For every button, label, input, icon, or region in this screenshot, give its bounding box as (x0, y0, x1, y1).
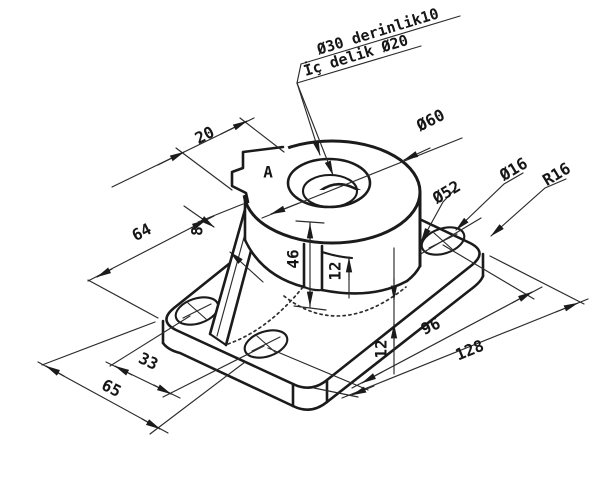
svg-text:20: 20 (192, 122, 218, 148)
svg-text:Ø60: Ø60 (412, 105, 447, 136)
svg-text:R16: R16 (539, 159, 574, 190)
svg-text:12: 12 (326, 261, 345, 280)
svg-text:8: 8 (188, 226, 207, 236)
callout-leader-innerhole (296, 82, 334, 176)
callout-leader-counterbore (296, 82, 321, 156)
boss-step-left (243, 238, 306, 289)
dim-12-boss: 12 (326, 256, 353, 299)
boss-step-right-corner (405, 264, 422, 283)
surface-label: A (263, 163, 273, 182)
svg-text:33: 33 (136, 348, 162, 374)
cylindrical-boss: A (228, 139, 422, 317)
rib-edge-left (208, 204, 248, 336)
boss-body-fill (244, 190, 420, 315)
dim-128: 128 (313, 255, 589, 399)
plate-top-face (165, 182, 481, 389)
rib-base-edge (208, 332, 228, 347)
svg-text:Ø16: Ø16 (495, 154, 530, 186)
dim-65: 65 (37, 321, 246, 435)
dim-8: 8 (183, 205, 264, 283)
svg-text:12: 12 (372, 339, 391, 358)
callout-underline-2 (296, 45, 422, 84)
plate-bottom-edge (161, 274, 485, 411)
svg-text:64: 64 (129, 219, 155, 245)
notch-floor (302, 285, 324, 292)
tongue-edges (230, 145, 285, 204)
svg-text:Ø52: Ø52 (428, 177, 463, 209)
boss-step-right (320, 279, 409, 295)
dim-46: 46 (284, 220, 327, 311)
svg-text:128: 128 (453, 336, 487, 364)
dim-33: 33 (105, 315, 265, 399)
svg-text:96: 96 (418, 313, 443, 338)
rib-fillet-dotted (227, 286, 304, 345)
dim-16: Ø16 (455, 154, 531, 231)
plate-hole-front (243, 329, 289, 359)
dim-12-plate: 12 (372, 247, 398, 375)
callout-kink (296, 63, 302, 84)
svg-text:46: 46 (284, 249, 303, 268)
callout-underline-1 (300, 15, 461, 65)
